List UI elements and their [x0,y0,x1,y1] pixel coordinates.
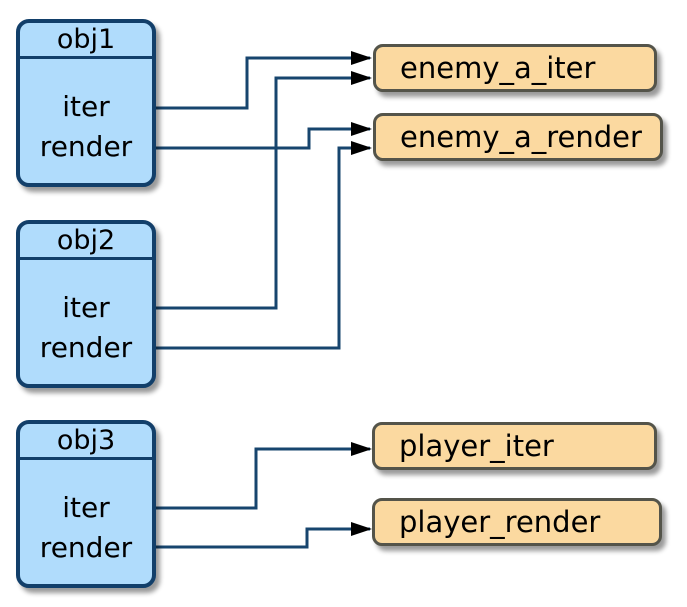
object-box-obj1: obj1 iter render [16,19,156,187]
object-fields: iter render [20,488,152,568]
object-field-render: render [39,531,133,564]
connector-obj1-render-to-enemy-a-render [150,122,372,150]
connector-obj3-iter-to-player-iter [150,442,372,510]
function-label: enemy_a_render [400,120,642,154]
connector-obj2-iter-to-enemy-a-iter [150,71,372,310]
object-title: obj2 [20,224,152,260]
object-fields: iter render [20,87,152,167]
function-label: player_render [399,505,601,539]
function-label: enemy_a_iter [400,51,596,85]
function-box-player-iter: player_iter [372,422,657,470]
connector-obj2-render-to-enemy-a-render [150,141,372,350]
object-field-iter: iter [62,491,110,524]
object-box-obj2: obj2 iter render [16,220,156,388]
function-box-enemy-a-iter: enemy_a_iter [373,44,657,92]
object-title: obj3 [20,424,152,460]
function-label: player_iter [399,429,554,463]
connector-obj3-render-to-player-render [150,522,372,549]
object-title: obj1 [20,23,152,59]
function-box-player-render: player_render [372,498,662,546]
connector-obj1-iter-to-enemy-a-iter [150,51,372,110]
object-field-iter: iter [62,90,110,123]
object-field-render: render [39,130,133,163]
object-field-iter: iter [62,291,110,324]
object-fields: iter render [20,288,152,368]
object-field-render: render [39,331,133,364]
function-box-enemy-a-render: enemy_a_render [373,113,663,161]
object-box-obj3: obj3 iter render [16,420,156,588]
